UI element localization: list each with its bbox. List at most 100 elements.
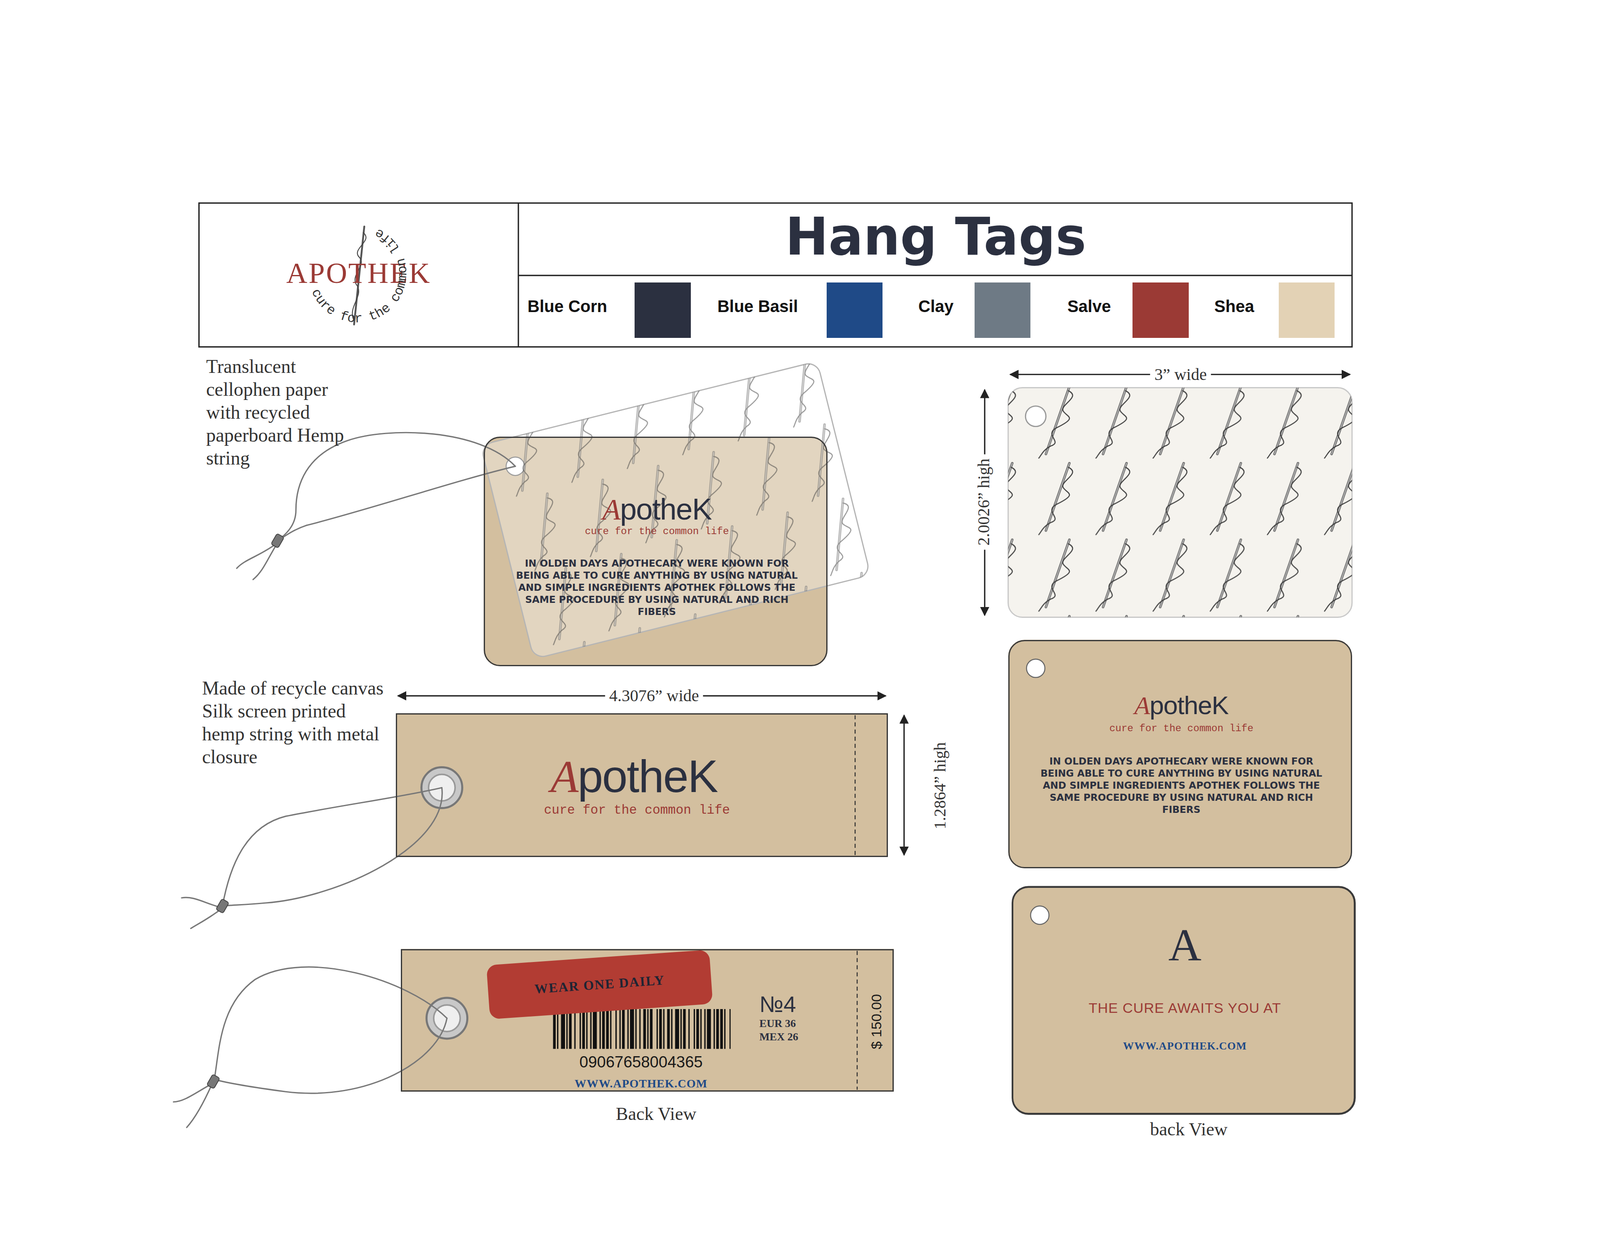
dimension-label: 3” wide xyxy=(1150,365,1212,385)
barcode-bar xyxy=(610,1009,612,1050)
legend-text: Blue Basil xyxy=(717,296,798,316)
canvas-tag-front: ApotheKcure for the common life xyxy=(395,713,888,858)
barcode-bar xyxy=(656,1009,658,1050)
barcode-bar xyxy=(680,1009,682,1050)
dimension-label: 2.0026” high xyxy=(974,454,994,550)
paperboard-tag-back: A THE CURE AWAITS YOU AT WWW.APOTHEK.COM xyxy=(1012,886,1355,1115)
barcode-bar xyxy=(592,1009,598,1050)
cellophane-sheet xyxy=(480,361,871,660)
barcode-bar xyxy=(675,1009,680,1050)
barcode-bar xyxy=(560,1009,565,1050)
barcode-bar xyxy=(557,1009,559,1050)
dimension-label: 1.2864” high xyxy=(930,737,950,834)
badge-t-text: WEAR ONE DAILY xyxy=(487,969,713,1000)
barcode-bar xyxy=(729,1009,731,1050)
size-text: №4 xyxy=(759,991,847,1018)
cure-text: cure for the common life xyxy=(1009,722,1354,735)
badge: WEAR ONE DAILY xyxy=(486,949,713,1020)
color-swatch xyxy=(1278,282,1335,338)
barcode-bar xyxy=(643,1009,646,1050)
view-label: back View xyxy=(1150,1119,1228,1141)
barcode-bar xyxy=(566,1009,568,1050)
barcode-bar xyxy=(696,1009,699,1050)
view-label: Back View xyxy=(615,1103,697,1125)
canvas-card-back xyxy=(400,948,894,1092)
cure-text: cure for the common life xyxy=(519,802,755,818)
diagram-title: Hang Tags xyxy=(785,207,1087,267)
barcode-bar xyxy=(552,1009,556,1050)
barcode-bar xyxy=(574,1009,576,1050)
barcode-bar xyxy=(724,1009,726,1050)
barcode-bar xyxy=(635,1009,637,1050)
paperboard-tag: ApotheKcure for the common life IN OLDEN … xyxy=(483,436,828,667)
price-text: $ 150.00 xyxy=(868,994,885,1050)
cure-text: cure for the common life xyxy=(485,526,829,538)
barcode-bar xyxy=(586,1009,588,1050)
canvas-card-front xyxy=(395,713,888,858)
barcode-bar xyxy=(716,1009,719,1050)
color-swatch xyxy=(634,282,691,338)
barcode-bar xyxy=(602,1009,605,1050)
legend-text: Blue Corn xyxy=(527,296,608,316)
barcode-bar xyxy=(659,1009,662,1050)
dimension-label: 4.3076” wide xyxy=(605,686,704,706)
logo-cell: APOTHEKcure for the common life xyxy=(199,202,519,347)
barcode-bar xyxy=(700,1009,702,1050)
barcode-bar xyxy=(606,1009,609,1050)
canvas-tag-back: 09067658004365WWW.APOTHEK.COM №4EUR 36MEX… xyxy=(400,949,894,1093)
code-text: 09067658004365 xyxy=(539,1053,744,1072)
barcode-bar xyxy=(720,1009,723,1050)
note-text: Made of recycle canvas Silk screen print… xyxy=(202,676,384,769)
legend-text: Shea xyxy=(1214,296,1255,316)
brand-text: ApotheK xyxy=(430,750,839,804)
paperboard-tag-front: ApotheKcure for the common lifeIN OLDEN … xyxy=(1008,640,1353,869)
barcode xyxy=(552,1009,731,1050)
barcode-bar xyxy=(667,1009,670,1050)
barcode-bar xyxy=(599,1009,601,1050)
barcode-bar xyxy=(650,1009,653,1050)
color-swatch xyxy=(974,282,1031,338)
note-text: Translucent cellophen paper with recycle… xyxy=(206,355,365,470)
barcode-bar xyxy=(647,1009,649,1050)
barcode-bar xyxy=(693,1009,695,1050)
sizes-text: MEX 26 xyxy=(759,1030,847,1044)
brand-text: ApotheK xyxy=(485,492,829,528)
color-swatch xyxy=(1132,282,1189,338)
barcode-bar xyxy=(688,1009,690,1050)
barcode-bar xyxy=(713,1009,715,1050)
sizes-text: EUR 36 xyxy=(759,1017,847,1030)
url-text: WWW.APOTHEK.COM xyxy=(1013,1040,1357,1053)
barcode-bar xyxy=(615,1009,617,1050)
barcode-bar xyxy=(704,1009,706,1050)
barcode-bar xyxy=(707,1009,712,1050)
logo-text: APOTHEK xyxy=(199,256,519,291)
header-frame xyxy=(199,202,1353,347)
url-text: WWW.APOTHEK.COM xyxy=(539,1077,744,1091)
body-text: IN OLDEN DAYS APOTHECARY WERE KNOWN FOR … xyxy=(1037,755,1325,816)
barcode-bar xyxy=(590,1009,592,1050)
barcode-bar xyxy=(639,1009,641,1050)
legend-text: Salve xyxy=(1067,296,1112,316)
barcode-bar xyxy=(627,1009,629,1050)
barcode-bar xyxy=(663,1009,665,1050)
await-text: THE CURE AWAITS YOU AT xyxy=(1013,1000,1357,1017)
pattern-card xyxy=(1008,387,1353,618)
barcode-bar xyxy=(622,1009,625,1050)
arc-text: cure for the common life xyxy=(307,225,411,327)
barcode-bar xyxy=(630,1009,635,1050)
barcode-bar xyxy=(682,1009,686,1050)
barcode-bar xyxy=(619,1009,621,1050)
hemp-strings xyxy=(173,432,515,1128)
body-text: IN OLDEN DAYS APOTHECARY WERE KNOWN FOR … xyxy=(513,557,800,618)
legend-text: Clay xyxy=(918,296,954,316)
barcode-bar xyxy=(671,1009,673,1050)
mono-text: A xyxy=(1013,918,1357,972)
paperboard-card-front xyxy=(1008,639,1353,869)
string-beads xyxy=(206,533,285,1089)
color-swatch xyxy=(826,282,883,338)
barcode-bar xyxy=(569,1009,572,1050)
arc-text-layer: cure for the common life xyxy=(199,202,519,347)
barcode-bar xyxy=(579,1009,581,1050)
